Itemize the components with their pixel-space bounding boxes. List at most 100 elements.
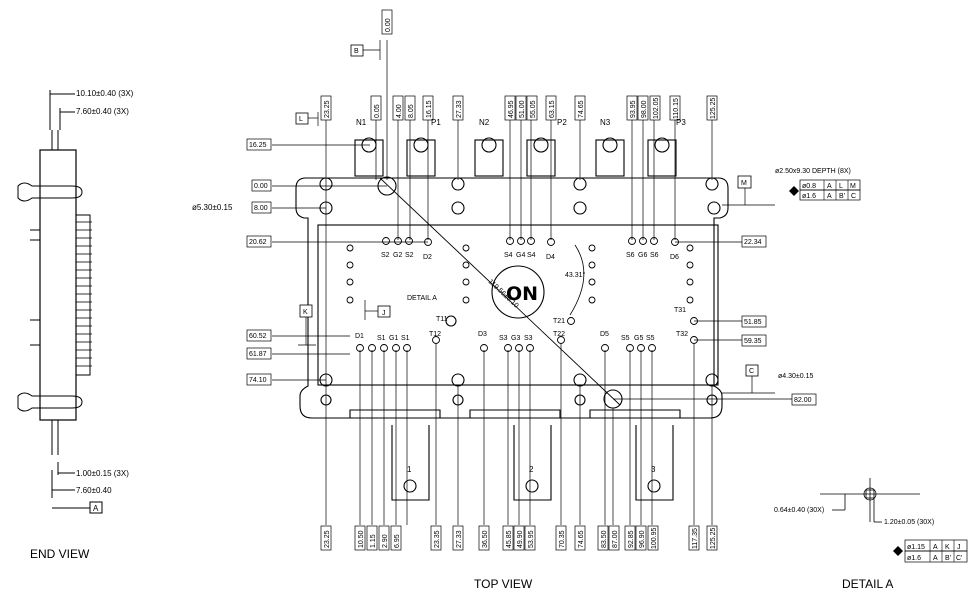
dim-bot-17: 100.95 (651, 527, 658, 549)
dim-top-0: 0.00 (385, 18, 392, 32)
pin-g4: G4 (516, 252, 525, 259)
dim-bot-11: 70.35 (559, 530, 566, 548)
dim-bot-19: 125.25 (710, 527, 717, 549)
dim-left-1: 0.00 (254, 183, 268, 190)
pin-t22: T22 (553, 331, 565, 338)
fcf-m-1-c: L (839, 183, 843, 190)
pin-g1: G1 (389, 335, 398, 342)
pin-g5: G5 (634, 335, 643, 342)
end-dim-2: 7.60±0.40 (3X) (76, 107, 129, 116)
dim-bot-18: 117.35 (692, 528, 699, 549)
terminal-labels: N1 P1 N2 P2 N3 P3 1 2 3 (356, 118, 686, 474)
end-view-caption: END VIEW (30, 547, 90, 561)
on-logo: ON (506, 283, 538, 305)
fcf-d-1-d: J (957, 544, 961, 551)
fcf-m-2-c: B' (839, 193, 845, 200)
terminal-p2: P2 (557, 118, 567, 127)
fcf-d-2-c: B' (945, 555, 951, 562)
pin-d4: D4 (546, 254, 555, 261)
detail-dim-1: 0.64±0.40 (30X) (774, 507, 824, 514)
fcf-d-2-a: ø1.6 (907, 555, 921, 562)
callout-m: ø2.50x9.30 DEPTH (8X) ø0.8 A L M ø1.6 A … (775, 168, 861, 201)
fcf-d-2-b: A (933, 555, 938, 562)
detail-a-label: DETAIL A (407, 295, 437, 302)
datum-j: J (382, 310, 386, 317)
fcf-d-1-b: A (933, 544, 938, 551)
dim-bot-8: 45.85 (506, 530, 513, 548)
fcf-m-1-a: ø0.8 (802, 183, 816, 190)
pin-labels-row1: S2 G2 S2 D2 S4 G4 S4 D4 S6 G6 S6 D6 (381, 252, 679, 261)
dim-bot-6: 27.33 (456, 530, 463, 548)
datum-c: C (749, 368, 754, 375)
pin-s5b: S5 (646, 335, 655, 342)
dim-top-6: 46.95 (508, 100, 515, 118)
dim-top-14: 110.15 (673, 98, 680, 119)
pin-g2: G2 (393, 252, 402, 259)
callout-m-text: ø2.50x9.30 DEPTH (8X) (775, 168, 851, 175)
dim-top-12: 98.00 (641, 100, 648, 118)
terminal-n1: N1 (356, 118, 367, 127)
pin-d2: D2 (423, 254, 432, 261)
dim-bot-0: 23.25 (324, 530, 331, 548)
dim-top-1: 0.05 (374, 104, 381, 118)
dim-bot-5: 23.35 (434, 530, 441, 548)
dim-right-1: 51.85 (744, 319, 762, 326)
pin-holes (346, 237, 698, 352)
terminal-n2: N2 (479, 118, 490, 127)
fcf-d-1-c: K (945, 544, 950, 551)
pin-s3b: S3 (524, 335, 533, 342)
dim-top-16: 23.25 (324, 100, 331, 118)
pin-s6b: S6 (650, 252, 659, 259)
dim-right-0: 22.34 (744, 239, 762, 246)
pin-d5: D5 (600, 331, 609, 338)
top-view-caption: TOP VIEW (474, 577, 533, 591)
dim-left-5: 61.87 (249, 351, 267, 358)
dim-top-7: 51.00 (519, 100, 526, 118)
terminal-3: 3 (651, 465, 656, 474)
dim-left-0: 16.25 (249, 142, 267, 149)
datum-leaders (298, 40, 775, 394)
pin-s6a: S6 (626, 252, 635, 259)
dim-bot-16: 96.90 (639, 530, 646, 548)
pin-s4b: S4 (527, 252, 536, 259)
pin-t31: T31 (674, 307, 686, 314)
pin-s2b: S2 (405, 252, 414, 259)
pin-s2a: S2 (381, 252, 390, 259)
dim-bot-4: 6.95 (394, 534, 401, 548)
terminal-n3: N3 (600, 118, 611, 127)
end-datum-a: A (93, 504, 99, 513)
dim-bot-9: 49.90 (517, 530, 524, 548)
pin-t21: T21 (553, 318, 565, 325)
fcf-d-1-a: ø1.15 (907, 544, 925, 551)
fcf-m-1-b: A (827, 183, 832, 190)
dim-bot-13: 83.50 (601, 530, 608, 548)
fcf-m-2-a: ø1.6 (802, 193, 816, 200)
dim-right-2: 59.35 (744, 338, 762, 345)
fcf-m-2-d: C (851, 193, 856, 200)
dim-top-4: 16.15 (426, 100, 433, 118)
callout-c-text: ø4.30±0.15 (778, 373, 813, 380)
pin-s4a: S4 (504, 252, 513, 259)
dim-bot-15: 92.85 (628, 530, 635, 548)
pin-g3: G3 (511, 335, 520, 342)
dim-bot-3: 2.90 (382, 534, 389, 548)
datum-l: L (299, 116, 303, 123)
datum-m: M (741, 180, 747, 187)
pin-t12: T12 (429, 331, 441, 338)
pin-s1a: S1 (377, 335, 386, 342)
detail-a-caption: DETAIL A (842, 577, 893, 591)
end-dim-3: 1.00±0.15 (3X) (76, 469, 129, 478)
dim-top-11: 93.95 (630, 100, 637, 118)
dim-top-2: 4.00 (396, 104, 403, 118)
top-dim-boxes: 0.00 0.05 4.00 8.05 16.15 27.33 46.95 51… (320, 9, 718, 121)
pin-d1: D1 (355, 333, 364, 340)
angle-dim: 43.31° (565, 271, 586, 279)
dim-bot-14: 87.00 (612, 530, 619, 548)
dim-bot-12: 74.65 (578, 530, 585, 548)
dim-left-2: 8.00 (254, 205, 268, 212)
top-view-outline (295, 137, 729, 501)
dim-bot-7: 36.50 (482, 530, 489, 548)
detail-dim-2: 1.20±0.05 (30X) (884, 519, 934, 526)
pin-t32: T32 (676, 331, 688, 338)
